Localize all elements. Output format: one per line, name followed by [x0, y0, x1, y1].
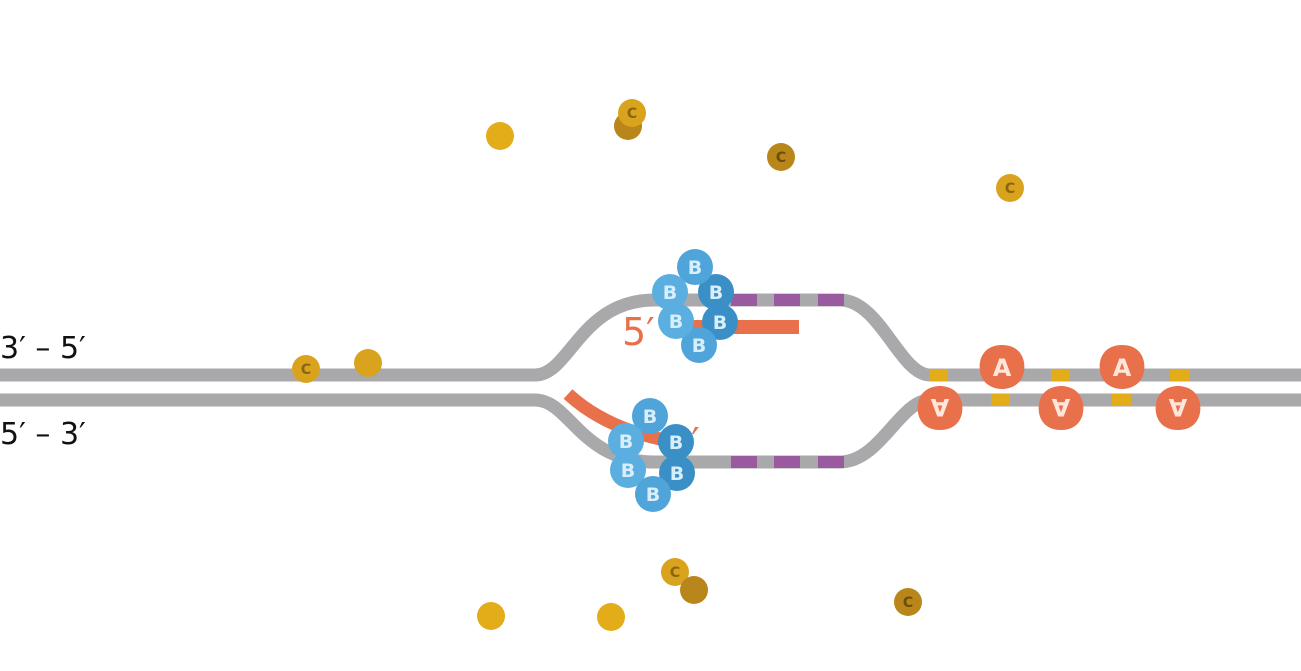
svg-text:B: B [670, 463, 684, 485]
svg-text:C: C [776, 150, 786, 166]
nucleotide-c: C [292, 355, 320, 383]
top-segment-3 [818, 294, 844, 306]
b-protein: B [635, 476, 671, 512]
b-protein: B [658, 303, 694, 339]
nucleotide-c: C [996, 174, 1024, 202]
svg-text:B: B [643, 406, 657, 428]
nucleotide-dot [597, 603, 625, 631]
a-proteins-top: A A [979, 345, 1145, 389]
svg-text:B: B [709, 282, 723, 304]
b-protein: B [677, 249, 713, 285]
top-segment-2 [774, 294, 800, 306]
svg-text:B: B [692, 335, 706, 357]
top-primer-end-label: 5′ [622, 310, 655, 354]
bottom-parental-strand [0, 393, 1301, 469]
bottom-segment-3 [818, 456, 844, 468]
yellow-segments [929, 369, 1189, 406]
b-protein-cluster-top: B B B B B B [652, 249, 738, 363]
b-protein: B [658, 424, 694, 460]
yellow-segment-bottom-1 [991, 394, 1010, 406]
svg-text:B: B [669, 311, 683, 333]
yellow-segment-bottom-2 [1112, 394, 1131, 406]
a-protein: A [1038, 386, 1084, 430]
svg-text:B: B [663, 282, 677, 304]
nucleotide-c: C [894, 588, 922, 616]
svg-text:B: B [688, 257, 702, 279]
svg-text:C: C [903, 595, 913, 611]
nucleotide-c: C [767, 143, 795, 171]
b-protein: B [681, 327, 717, 363]
yellow-segment-top-2 [1051, 369, 1070, 381]
svg-text:A: A [993, 354, 1012, 382]
bottom-primer [563, 389, 667, 447]
nucleotide-c: C [618, 99, 646, 127]
bottom-segment-2 [774, 456, 800, 468]
svg-text:B: B [621, 460, 635, 482]
b-protein: B [698, 274, 734, 310]
purple-segments [731, 294, 844, 468]
bottom-segment-1 [731, 456, 757, 468]
svg-text:A: A [930, 393, 949, 421]
free-nucleotides: C C C C C C [292, 99, 1024, 631]
b-protein: B [652, 274, 688, 310]
svg-text:C: C [301, 362, 311, 378]
svg-text:A: A [1051, 393, 1070, 421]
yellow-segment-top-3 [1170, 369, 1189, 381]
bottom-strand-label: 5′ – 3′ [0, 417, 86, 452]
svg-text:C: C [670, 565, 680, 581]
svg-text:C: C [627, 106, 637, 122]
nucleotide-dot [486, 122, 514, 150]
top-strand-label: 3′ – 5′ [0, 331, 86, 366]
svg-text:B: B [669, 432, 683, 454]
nucleotide-dot [477, 602, 505, 630]
b-protein: B [610, 452, 646, 488]
svg-text:A: A [1168, 393, 1187, 421]
a-protein: A [979, 345, 1025, 389]
svg-text:C: C [1005, 181, 1015, 197]
svg-text:B: B [646, 484, 660, 506]
yellow-segment-top-1 [929, 369, 948, 381]
b-protein-cluster-bottom: B B B B B B [608, 398, 695, 512]
nucleotide-c: C [661, 558, 689, 586]
nucleotide-dot [354, 349, 382, 377]
svg-text:A: A [1113, 354, 1132, 382]
b-protein: B [702, 304, 738, 340]
a-protein: A [1155, 386, 1201, 430]
svg-text:B: B [713, 312, 727, 334]
b-protein: B [632, 398, 668, 434]
a-protein: A [917, 386, 963, 430]
svg-text:B: B [619, 431, 633, 453]
nucleotide-dot [680, 576, 708, 604]
b-protein: B [608, 423, 644, 459]
b-protein: B [659, 455, 695, 491]
top-segment-1 [731, 294, 757, 306]
a-protein: A [1099, 345, 1145, 389]
a-proteins-bottom: A A A [917, 386, 1201, 430]
